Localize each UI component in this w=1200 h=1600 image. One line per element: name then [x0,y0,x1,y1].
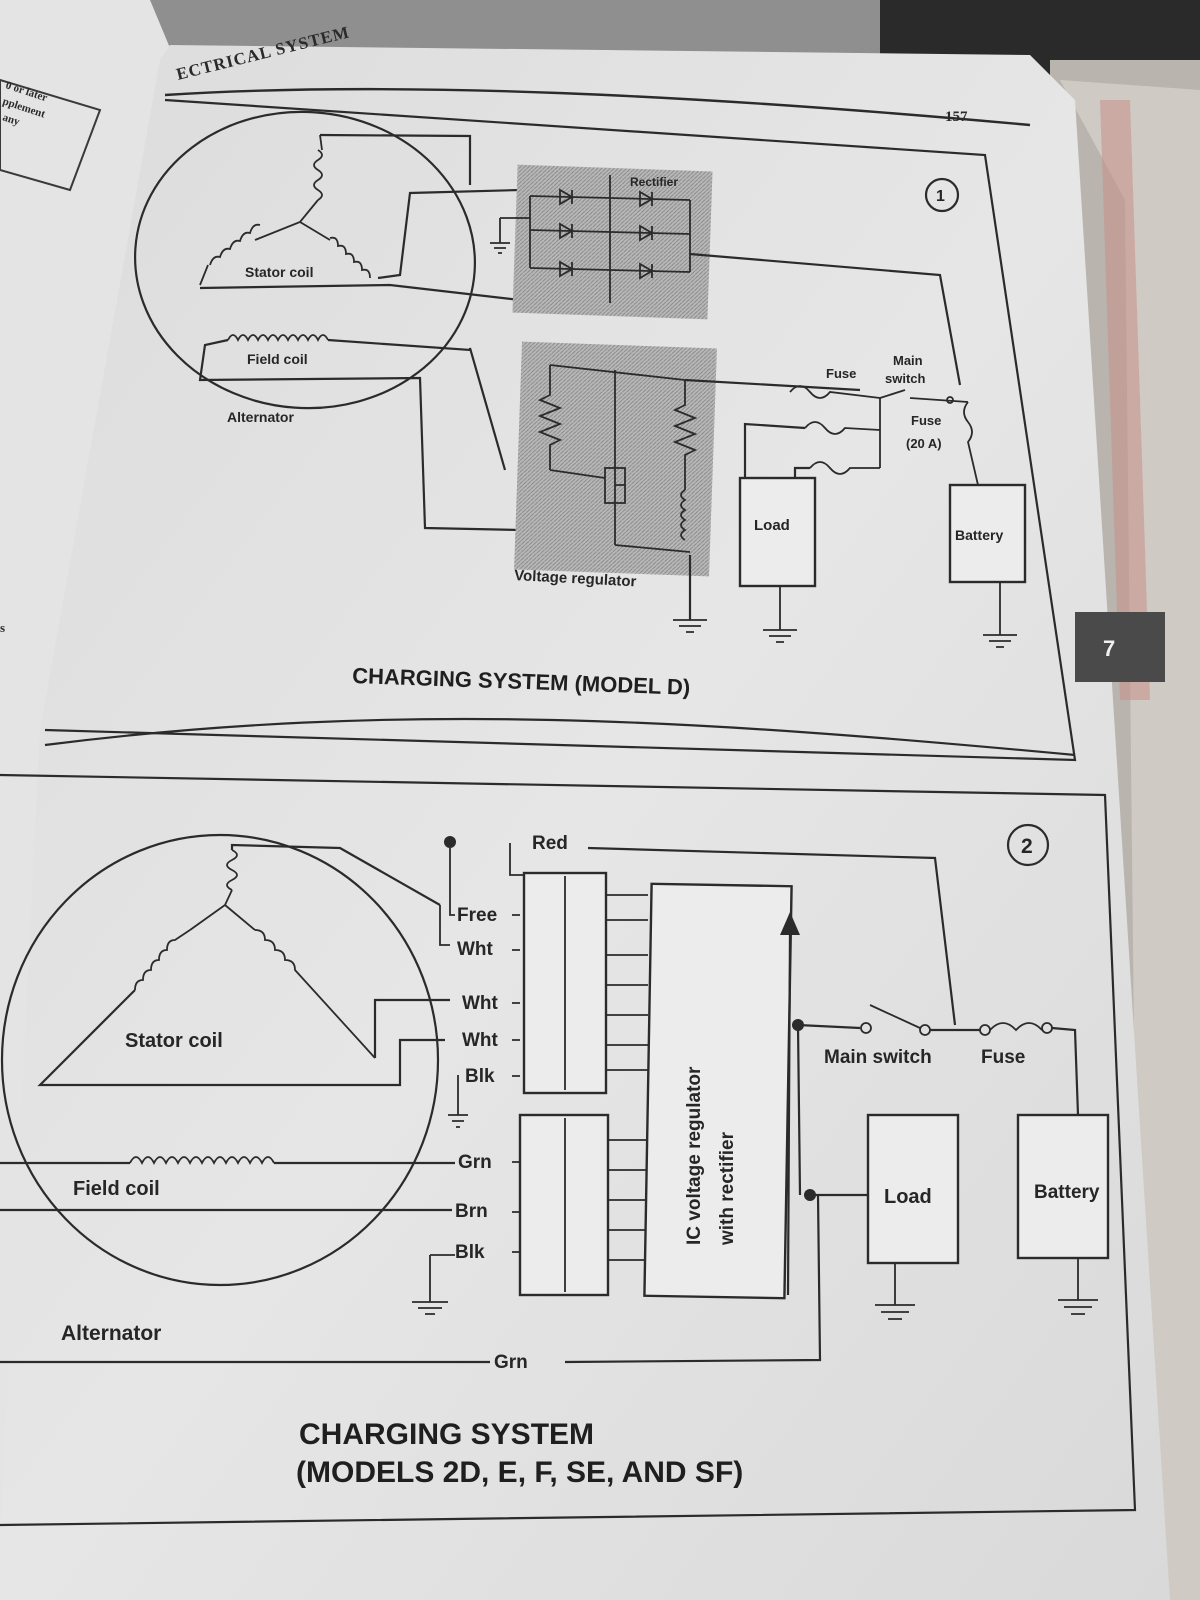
rectifier-label: Rectifier [630,175,678,189]
load-box-1 [738,476,817,588]
alternator-label-2: Alternator [61,1322,161,1345]
wire-grn-bottom-label: Grn [494,1352,528,1373]
main-switch-blade [869,1004,921,1029]
diagram-2: Stator coil Field coil Alternator Red Fr… [0,773,1137,1527]
diagram-2-title-line-1: CHARGING SYSTEM [299,1418,594,1451]
diagram-1-frame [44,98,1077,762]
load-label-2: Load [884,1186,932,1208]
alternator-circle-1 [134,110,476,410]
voltage-regulator-label: Voltage regulator [514,567,637,590]
diagram-2-number: 2 [1021,835,1033,858]
connector-lower [518,1113,610,1297]
left-page-line-3: any [1,111,21,128]
chapter-tab [1075,612,1165,682]
wire-brn-label: Brn [455,1201,488,1222]
stator-coil-winding-2 [226,849,238,891]
main-label-1: Main [893,353,923,368]
load-label-1: Load [754,517,790,534]
diagram-2-frame [0,773,1137,1527]
diagram-2-title-line-2: (MODELS 2D, E, F, SE, AND SF) [296,1456,743,1489]
page-number: 157 [945,109,968,125]
battery-box-2 [1016,1113,1110,1260]
field-coil-winding-2 [129,1156,275,1166]
left-margin-letter: s [0,620,5,635]
wire-free-label: Free [457,905,497,926]
fuse-symbol-2 [989,1022,1043,1032]
field-coil-label-1: Field coil [247,351,308,367]
diagram-1-number-circle [924,177,960,213]
alternator-label-1: Alternator [227,409,294,425]
wire-blk-label-2: Blk [455,1242,485,1263]
stator-coil-winding-1 [313,149,323,201]
battery-label-2: Battery [1034,1182,1100,1203]
alternator-circle-2 [0,833,440,1287]
chapter-tab-number: 7 [1103,636,1115,661]
diagram-2-number-circle [1006,823,1050,867]
junction-dot-upper [792,1019,804,1031]
field-coil-winding-1 [227,334,329,343]
fuse-label-1: Fuse [826,366,856,381]
wire-blk-label-1: Blk [465,1066,495,1087]
wire-wht-label-2: Wht [462,993,499,1014]
ic-voltage-regulator-box [643,882,793,1300]
battery-label-1: Battery [955,527,1003,543]
wire-grn-label-1: Grn [458,1152,492,1173]
wire-red-label: Red [532,833,568,854]
stator-coil-label-1: Stator coil [245,264,313,280]
diagram-1-number: 1 [936,188,945,205]
stator-coil-label-2: Stator coil [125,1030,223,1052]
field-coil-label-2: Field coil [73,1178,160,1200]
battery-box-1 [948,483,1027,584]
wire-wht-label-3: Wht [462,1030,499,1051]
ic-regulator-label-2: with rectifier [717,1131,738,1246]
output-arrow [780,912,800,935]
wire-wht-label-1: Wht [457,939,494,960]
amps-label: (20 A) [906,436,942,451]
switch-label-1: switch [885,371,926,386]
main-switch-label-2: Main switch [824,1047,932,1068]
ic-regulator-label-1: IC voltage regulator [684,1066,705,1245]
diagram-1: Stator coil Field coil Alternator Rectif… [44,98,1077,762]
fuse-20-label: Fuse [911,413,941,428]
rectifier-block [512,164,713,320]
free-terminal-dot [444,836,456,848]
fuse-label-2: Fuse [981,1047,1025,1068]
load-box-2 [866,1113,960,1265]
